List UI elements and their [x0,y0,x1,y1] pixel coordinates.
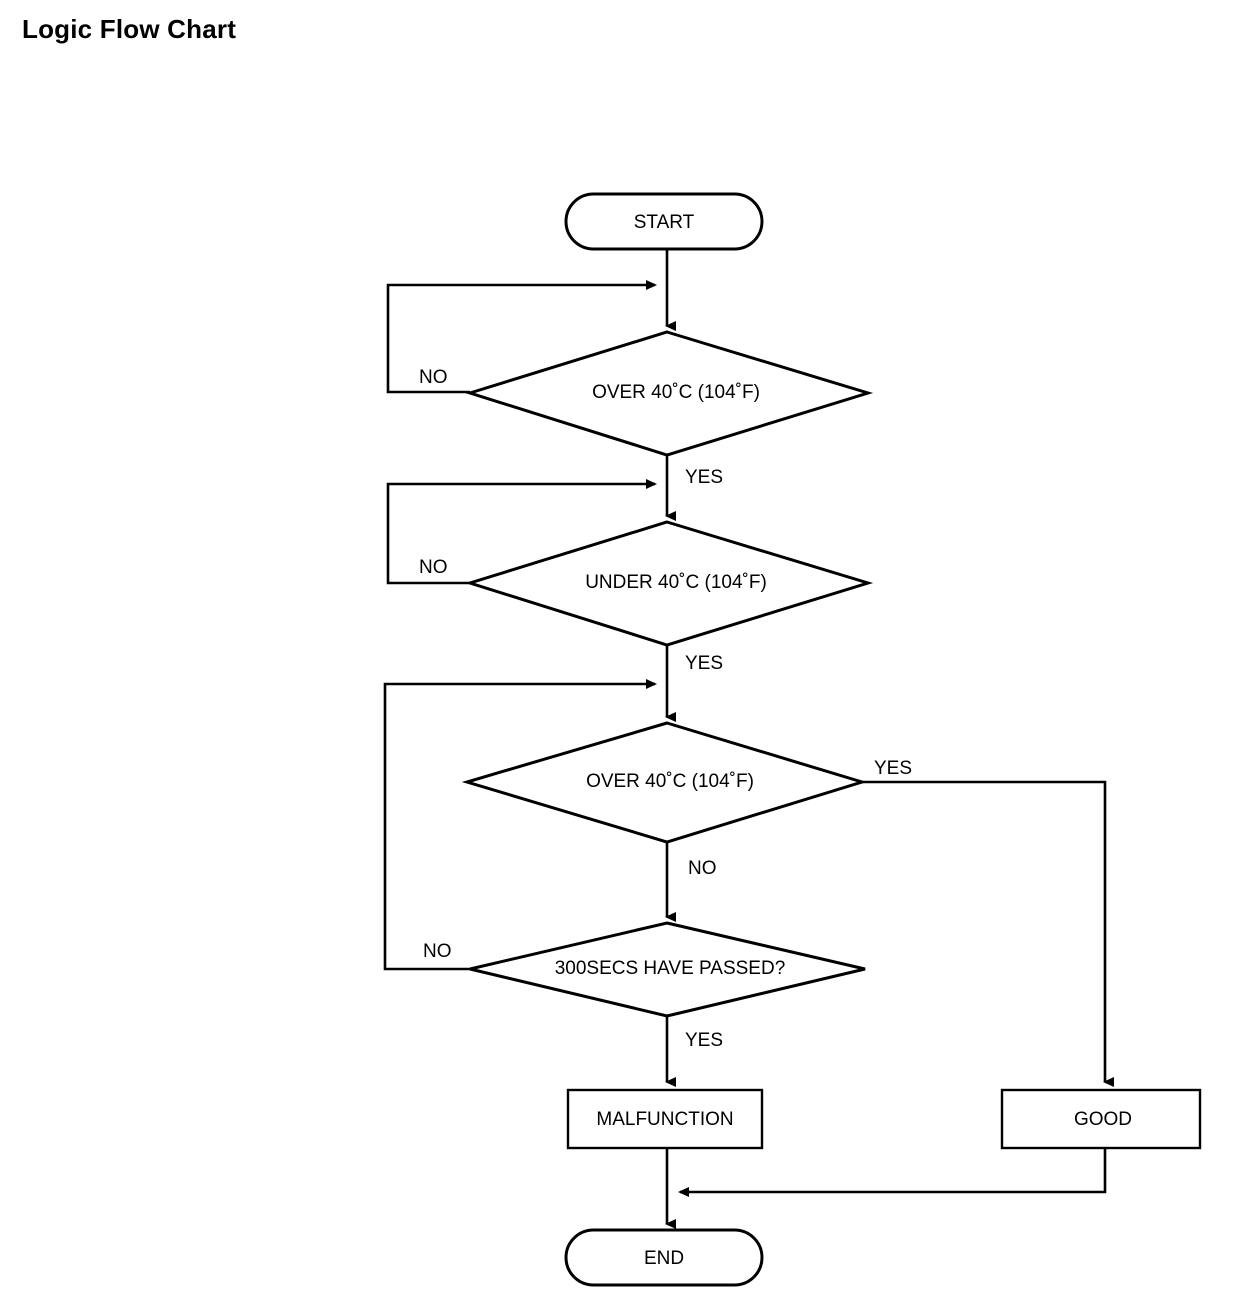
edge-label-no-decision2: NO [419,557,448,578]
node-end-label: END [644,1248,684,1269]
node-malfunction-label: MALFUNCTION [596,1109,733,1130]
edge-label-yes-decision2: YES [685,653,723,674]
edge-decision1-no-loopback [386,280,657,394]
edge-good-to-end [678,1148,1107,1197]
edge-decision4-no-loopback [383,679,657,971]
node-decision4-label: 300SECS HAVE PASSED? [555,958,786,979]
edge-label-yes-decision3: YES [874,758,912,779]
node-decision-over-40c-second[interactable]: OVER 40˚C (104˚F) [461,721,868,844]
node-good[interactable]: GOOD [1000,1088,1202,1150]
node-decision-under-40c[interactable]: UNDER 40˚C (104˚F) [464,520,874,647]
edge-label-yes-decision1: YES [685,467,723,488]
edge-decision3-yes-to-good [862,780,1114,1087]
edge-label-yes-decision4: YES [685,1030,723,1051]
node-decision-300secs-passed[interactable]: 300SECS HAVE PASSED? [469,921,866,1018]
node-start-label: START [634,212,695,233]
edge-decision2-no-loopback [386,479,657,585]
edge-label-no-decision1: NO [419,367,448,388]
edge-label-no-decision3: NO [688,858,717,879]
node-end[interactable]: END [564,1228,764,1287]
node-decision-over-40c-first[interactable]: OVER 40˚C (104˚F) [464,330,874,457]
node-decision3-label: OVER 40˚C (104˚F) [586,771,754,792]
node-malfunction[interactable]: MALFUNCTION [566,1088,764,1150]
edge-label-no-decision4: NO [423,941,452,962]
page-title: Logic Flow Chart [22,14,237,44]
node-good-label: GOOD [1074,1109,1132,1130]
node-start[interactable]: START [564,192,764,251]
node-decision1-label: OVER 40˚C (104˚F) [592,382,760,403]
node-decision2-label: UNDER 40˚C (104˚F) [585,572,767,593]
